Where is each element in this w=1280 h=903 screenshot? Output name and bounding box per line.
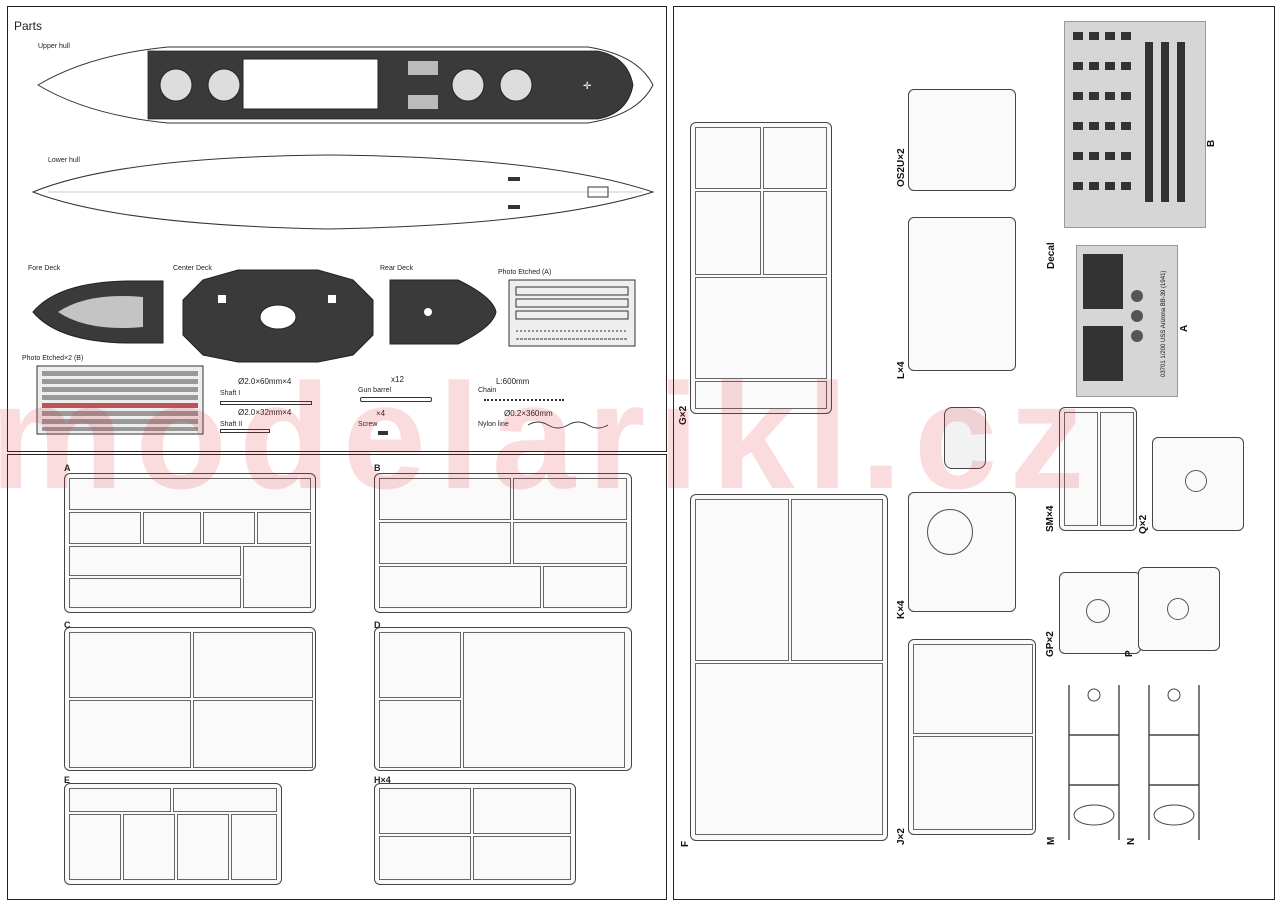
- sprue-h-label: H×4: [374, 775, 391, 785]
- parts-sheet: Parts Upper hull ✛ Lower hull Fore Deck …: [7, 6, 667, 452]
- sprue-b-label: B: [374, 463, 381, 473]
- chain-label: Chain: [478, 387, 497, 394]
- sprue-sm-label: SM×4: [1045, 505, 1056, 532]
- chain-spec: L:600mm: [496, 377, 530, 386]
- photo-etched-a-label: Photo Etched (A): [498, 269, 552, 276]
- sprue-gp: [1059, 572, 1141, 654]
- q-hub: [1185, 470, 1207, 492]
- sprue-n: [1148, 685, 1200, 840]
- screw-qty: ×4: [376, 409, 386, 418]
- sprue-d: [374, 627, 632, 771]
- sprue-l: [908, 217, 1016, 371]
- turret-base-circle: [927, 509, 973, 555]
- decal-sheet-a: [1076, 245, 1178, 397]
- sprue-l-label: L×4: [896, 361, 907, 379]
- decal-sheet-b: [1064, 21, 1206, 228]
- sprues-right-sheet: G×2 F OS2U×2 L×4 K×4 J×2: [673, 6, 1275, 900]
- sprue-e: [64, 783, 282, 885]
- sprue-a-label: A: [64, 463, 71, 473]
- sprue-q: [1152, 437, 1244, 531]
- sprue-k: [908, 492, 1016, 612]
- sprue-sm: [1059, 407, 1137, 531]
- sprue-g-label: G×2: [678, 405, 689, 425]
- sprue-p: [1138, 567, 1220, 651]
- nylon-line-part: [527, 421, 609, 429]
- rear-deck-drawing: [389, 279, 497, 345]
- sprue-f-label: F: [680, 840, 691, 847]
- decal-b-label: B: [1206, 139, 1217, 147]
- sprue-q-label: Q×2: [1138, 514, 1149, 534]
- sprue-f: [690, 494, 888, 841]
- screw-label: Screw: [358, 421, 378, 428]
- decal-a-text: 03701 1/200 USS Arizona BB-39 (1941): [1161, 270, 1167, 377]
- sprues-left-sheet: A B C D E: [7, 454, 667, 900]
- sprue-m: [1068, 685, 1120, 840]
- gun-barrel-part: [360, 397, 432, 402]
- decal-a-label: A: [1179, 324, 1190, 332]
- chain-part: [484, 399, 564, 401]
- shaft1-rod: [220, 401, 312, 405]
- sprue-m-label: M: [1046, 836, 1057, 845]
- screw-part: [378, 431, 388, 435]
- gun-barrel-label: Gun barrel: [358, 387, 392, 394]
- svg-text:✛: ✛: [583, 81, 591, 92]
- upper-hull-drawing: ✛: [37, 46, 654, 124]
- sprue-os2u: [908, 89, 1016, 191]
- shaft2-spec: Ø2.0×32mm×4: [238, 408, 292, 417]
- nylon-spec: Ø0.2×360mm: [504, 409, 553, 418]
- sprue-a: [64, 473, 316, 613]
- sprue-p-label: P: [1124, 650, 1135, 657]
- sprue-g: [690, 122, 832, 414]
- decal-label: Decal: [1046, 242, 1057, 269]
- gun-barrel-qty: x12: [391, 375, 404, 384]
- fore-deck-label: Fore Deck: [28, 265, 61, 272]
- sprue-j-label: J×2: [896, 828, 907, 845]
- shaft2-label: Shaft II: [220, 421, 243, 428]
- upper-hull-label: Upper hull: [38, 43, 70, 50]
- p-hub: [1167, 598, 1189, 620]
- center-deck-drawing: [182, 269, 374, 363]
- sprue-os2u-label: OS2U×2: [896, 148, 907, 187]
- sprue-e-label: E: [64, 775, 71, 785]
- sprue-k-label: K×4: [896, 600, 907, 619]
- fore-deck-drawing: [32, 280, 164, 344]
- nylon-label: Nylon line: [478, 421, 509, 428]
- photo-etched-a-fret: [508, 279, 636, 347]
- sprue-d-label: D: [374, 620, 381, 630]
- sprue-gp-label: GP×2: [1045, 631, 1056, 657]
- center-deck-label: Center Deck: [173, 265, 212, 272]
- sprue-c: [64, 627, 316, 771]
- photo-etched-b-fret: [36, 365, 204, 435]
- shaft2-rod: [220, 429, 270, 433]
- sprue-n-label: N: [1126, 837, 1137, 845]
- lower-hull-drawing: [31, 154, 655, 230]
- turret-part: [944, 407, 986, 469]
- sprue-c-label: C: [64, 620, 71, 630]
- rear-deck-label: Rear Deck: [380, 265, 414, 272]
- shaft1-label: Shaft I: [220, 390, 241, 397]
- gp-hub: [1086, 599, 1110, 623]
- parts-title: Parts: [14, 19, 43, 33]
- lower-hull-label: Lower hull: [48, 157, 80, 164]
- shaft1-spec: Ø2.0×60mm×4: [238, 377, 292, 386]
- sprue-h: [374, 783, 576, 885]
- photo-etched-b-label: Photo Etched×2 (B): [22, 355, 84, 362]
- sprue-b: [374, 473, 632, 613]
- sprue-j: [908, 639, 1036, 835]
